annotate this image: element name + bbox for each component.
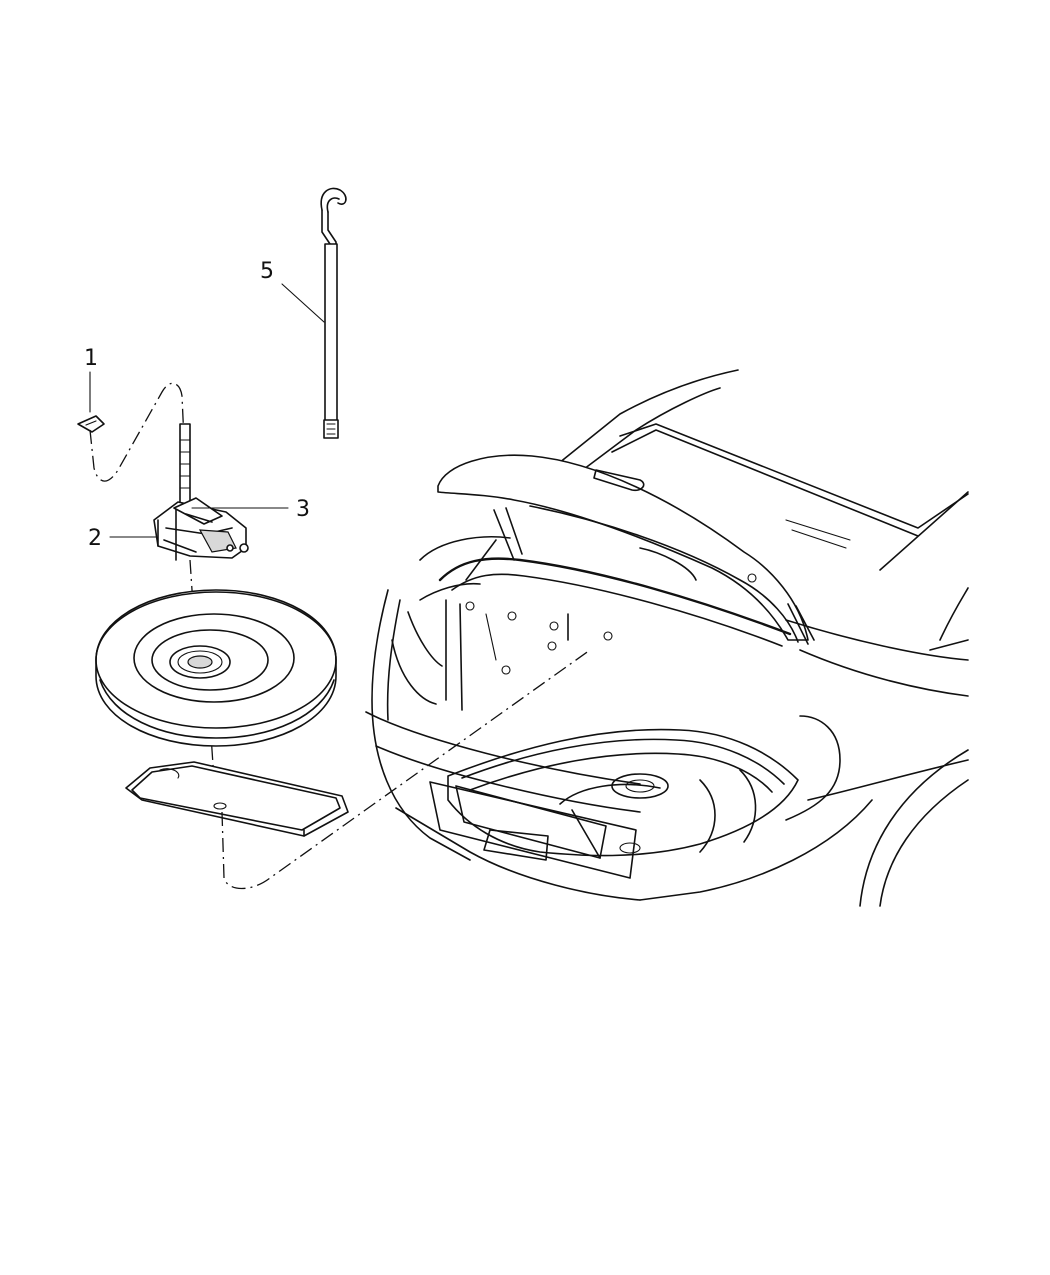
- tire-center-line: [209, 719, 217, 811]
- scissor-jack: [153, 497, 249, 561]
- leader-line-5: [281, 283, 325, 323]
- callout-2: 2: [88, 526, 102, 551]
- callout-3: 3: [296, 497, 310, 522]
- threaded-stud: [179, 423, 191, 507]
- tray-to-trunk-line: [221, 649, 591, 890]
- load-floor-cover: [125, 761, 349, 837]
- wing-bolt: [77, 415, 105, 433]
- jack-handle-rod: [320, 187, 347, 439]
- callout-5: 5: [260, 259, 274, 284]
- bolt-path-dashed: [89, 382, 185, 482]
- spare-tire: [95, 589, 337, 747]
- vehicle-rear: [365, 369, 969, 907]
- callout-1: 1: [84, 346, 98, 371]
